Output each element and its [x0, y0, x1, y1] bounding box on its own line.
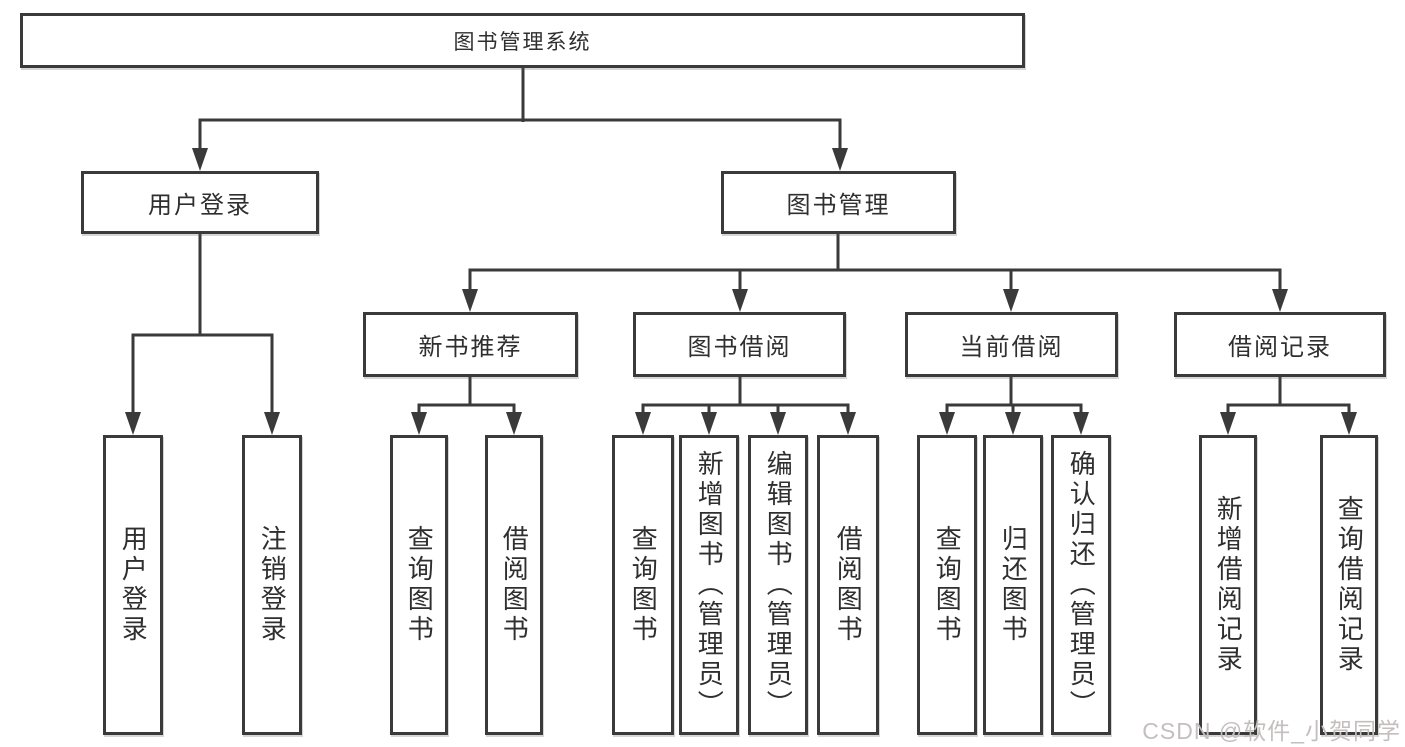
node-label: 编辑图书（管理员） [763, 450, 794, 720]
connector-book-management-branch [468, 234, 1282, 293]
arrowhead [1005, 412, 1021, 435]
connector-user-login-branch [131, 234, 274, 416]
leaf-return-book: 归还图书 [983, 435, 1043, 735]
leaf-query-borrow-record: 查询借阅记录 [1320, 435, 1378, 735]
node-label: 图书管理 [786, 192, 891, 219]
connector-borrow-records-branch [1226, 377, 1351, 416]
node-label: 确认归还（管理员） [1066, 450, 1097, 720]
node-label: 查询图书 [404, 525, 435, 645]
node-label: 新增借阅记录 [1213, 495, 1244, 675]
node-book-borrow: 图书借阅 [633, 312, 846, 377]
leaf-borrow-books-borrow: 借阅图书 [817, 435, 879, 735]
node-label: 查询图书 [932, 525, 963, 645]
arrowhead [192, 148, 208, 171]
leaf-logout: 注销登录 [242, 435, 302, 735]
node-new-book-recommend: 新书推荐 [363, 312, 578, 377]
node-label: 图书管理系统 [453, 30, 592, 54]
node-label: 借阅图书 [833, 525, 864, 645]
arrowhead [411, 412, 427, 435]
node-label: 图书借阅 [687, 334, 792, 361]
arrowhead [840, 412, 856, 435]
connector-new-book-branch [417, 377, 516, 416]
arrowhead [1341, 412, 1357, 435]
arrowhead [125, 412, 141, 435]
arrowhead [1220, 412, 1236, 435]
node-borrow-records: 借阅记录 [1174, 312, 1386, 377]
csdn-watermark: CSDN @软件_小贺同学 [1142, 718, 1401, 744]
node-label: 当前借阅 [959, 334, 1064, 361]
node-label: 用户登录 [118, 525, 149, 645]
leaf-borrow-books-recommend: 借阅图书 [485, 435, 543, 735]
connector-root [198, 68, 842, 152]
leaf-query-books-borrow: 查询图书 [612, 435, 674, 735]
node-label: 查询借阅记录 [1334, 495, 1365, 675]
arrowhead [732, 289, 748, 312]
leaf-edit-book-admin: 编辑图书（管理员） [748, 435, 808, 735]
node-label: 借阅图书 [499, 525, 530, 645]
node-book-management: 图书管理 [721, 171, 956, 234]
node-label: 新书推荐 [418, 334, 523, 361]
arrowhead [635, 412, 651, 435]
leaf-confirm-return-admin: 确认归还（管理员） [1051, 435, 1111, 735]
arrowhead [939, 412, 955, 435]
arrowhead [1272, 289, 1288, 312]
arrowhead [832, 148, 848, 171]
arrowhead [770, 412, 786, 435]
arrowhead [462, 289, 478, 312]
node-label: 新增图书（管理员） [694, 450, 725, 720]
leaf-user-login: 用户登录 [103, 435, 163, 735]
arrowhead [1003, 289, 1019, 312]
node-label: 归还图书 [998, 525, 1029, 645]
node-user-login: 用户登录 [81, 171, 319, 234]
node-label: 借阅记录 [1228, 334, 1332, 361]
node-current-borrow: 当前借阅 [905, 312, 1118, 377]
node-label: 查询图书 [628, 525, 659, 645]
connector-current-borrow-branch [945, 377, 1083, 416]
leaf-add-book-admin: 新增图书（管理员） [679, 435, 739, 735]
arrowhead [1073, 412, 1089, 435]
node-label: 注销登录 [257, 525, 288, 645]
arrowhead [701, 412, 717, 435]
leaf-add-borrow-record: 新增借阅记录 [1199, 435, 1257, 735]
leaf-query-books-recommend: 查询图书 [390, 435, 448, 735]
arrowhead [506, 412, 522, 435]
leaf-query-books-current: 查询图书 [917, 435, 977, 735]
connector-book-borrow-branch [641, 377, 850, 416]
arrowhead [264, 412, 280, 435]
node-library-management-system: 图书管理系统 [20, 13, 1025, 68]
node-label: 用户登录 [148, 192, 252, 219]
